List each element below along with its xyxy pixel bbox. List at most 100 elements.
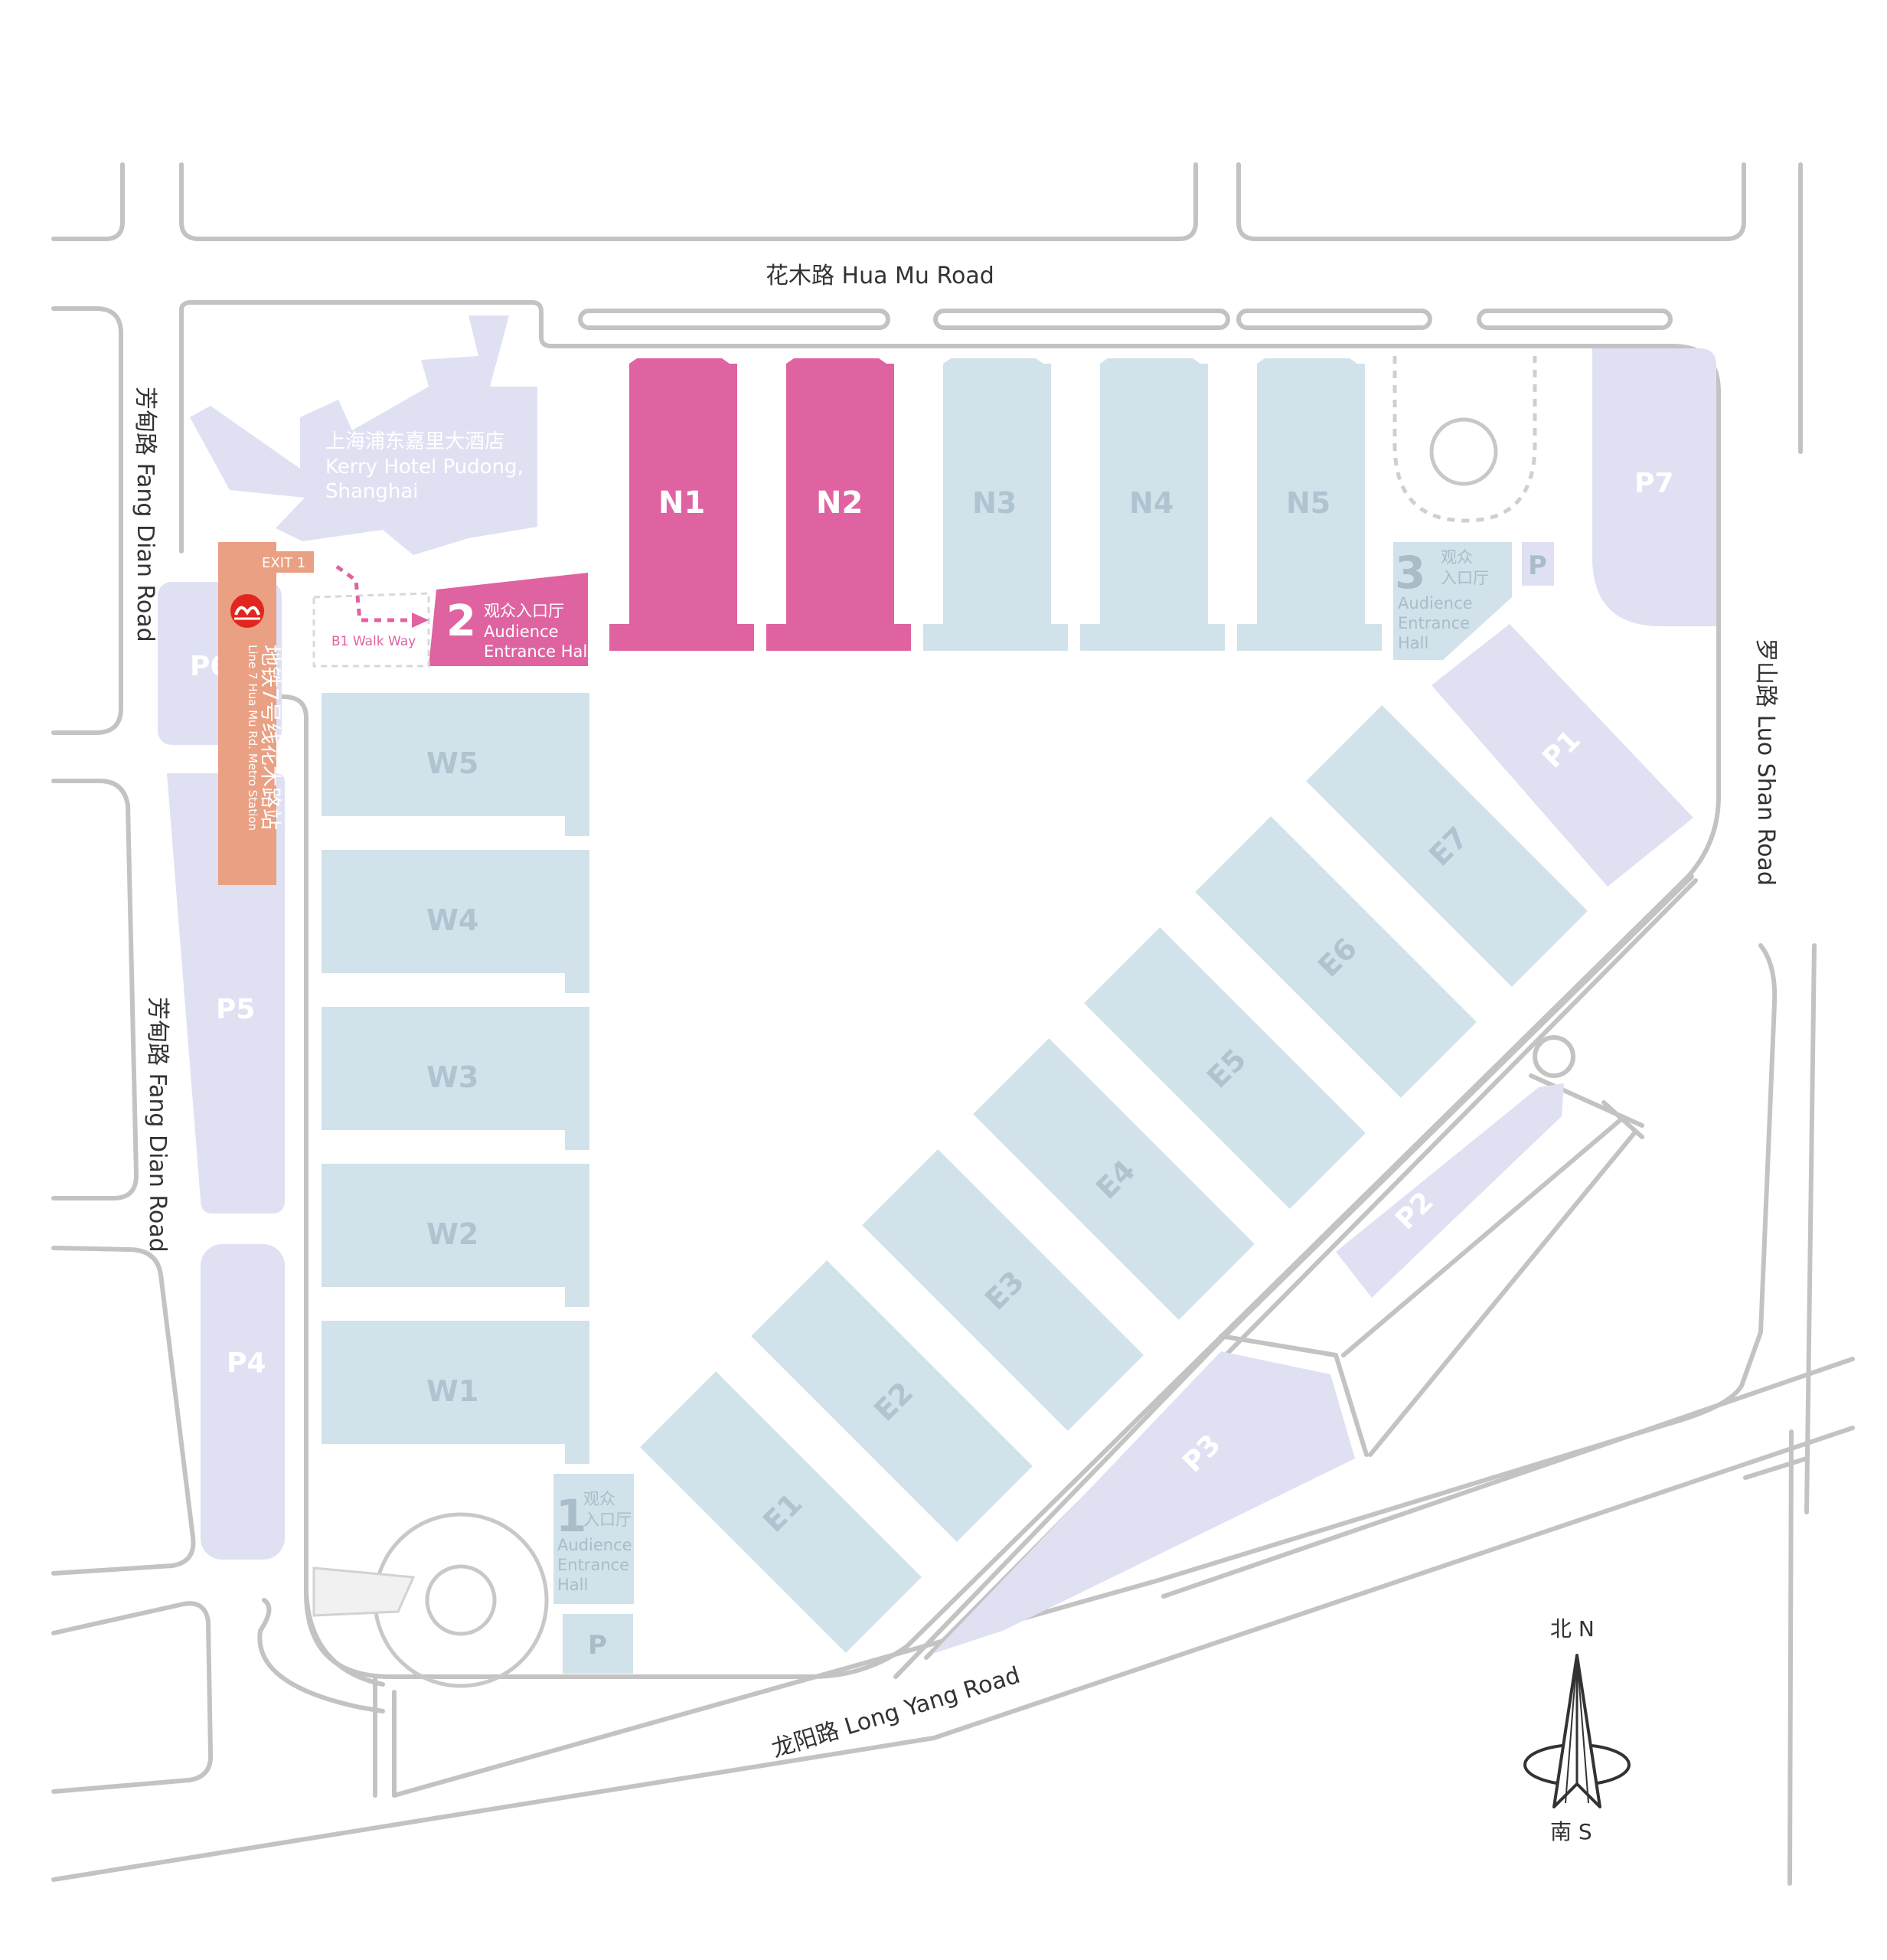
hall-n5-label: N5 [1286, 486, 1330, 520]
road-edge [1341, 1116, 1625, 1357]
hotel-name-en-2: Shanghai [325, 480, 419, 503]
walkway-arrow-icon [412, 612, 429, 628]
hall-w3-label: W3 [426, 1060, 478, 1094]
metro-station[interactable]: EXIT 1 Line 7 Hua Mu Rd. Metro Station 地… [218, 542, 314, 885]
plaza-circle-inner [425, 1564, 497, 1636]
walkway-label: B1 Walk Way [331, 634, 416, 649]
hall-n1-label: N1 [658, 485, 705, 521]
road-edge [51, 779, 139, 1200]
entrance-hall-2[interactable]: 2 观众入口厅 Audience Entrance Hall [429, 573, 592, 666]
parking-p7-label: P7 [1634, 468, 1673, 499]
entrance-hall-3[interactable]: 3 观众 入口厅 Audience Entrance Hall [1393, 542, 1512, 660]
median-island [933, 309, 1230, 330]
plaza-outline [1392, 356, 1537, 523]
hall-e4[interactable]: E4 [973, 1038, 1255, 1320]
median-island [1477, 309, 1673, 330]
hall-w1[interactable]: W1 [322, 1321, 589, 1464]
entrance-3-number: 3 [1395, 547, 1425, 599]
road-edge [1601, 1100, 1644, 1139]
compass-north-label: 北 N [1550, 1616, 1595, 1642]
road-edge [1219, 1334, 1369, 1457]
parking-p4-label: P4 [227, 1348, 266, 1379]
road-label-fang-dian-top: 芳甸路 Fang Dian Road [132, 387, 158, 642]
road-edge [1529, 1073, 1644, 1128]
parking-small-e3[interactable] [1522, 542, 1554, 586]
median-island [1236, 309, 1432, 330]
entrance-2-en-1: Audience [484, 622, 559, 641]
long-yang-road-south [51, 1426, 1855, 1882]
plaza-circle [1429, 417, 1498, 486]
hall-e2[interactable]: E2 [751, 1260, 1033, 1542]
entrance-1-en-1: Audience [557, 1536, 632, 1554]
luo-shan-road-edge [1787, 1429, 1794, 1886]
road-label-luo-shan: 罗山路 Luo Shan Road [1752, 639, 1779, 886]
hall-n3[interactable]: N3 [923, 358, 1068, 651]
road-edge [51, 162, 125, 241]
entrance-1-en-3: Hall [557, 1576, 588, 1594]
road-edge [51, 1601, 214, 1794]
hall-n2[interactable]: N2 [766, 358, 911, 651]
hall-w2[interactable]: W2 [322, 1164, 589, 1307]
entrance-1-cn-2: 入口厅 [583, 1511, 632, 1529]
road-edge [1368, 1131, 1637, 1457]
parking-p1[interactable] [1432, 624, 1693, 887]
entrance-1-en-2: Entrance [557, 1556, 629, 1574]
hall-w1-label: W1 [426, 1374, 478, 1408]
hall-n1[interactable]: N1 [609, 358, 754, 651]
parking-p2[interactable] [1336, 1083, 1564, 1298]
metro-name-cn: 地铁7号线花木路站 [258, 645, 283, 830]
hall-e6[interactable]: E6 [1195, 816, 1477, 1098]
entrance-2-number: 2 [446, 596, 476, 646]
exit-1-label: EXIT 1 [262, 555, 305, 571]
b1-walkway[interactable]: B1 Walk Way [312, 564, 430, 668]
exit-1-tab [256, 551, 314, 573]
luo-shan-road-edge [1804, 943, 1817, 1514]
entrance-2-en-2: Entrance Hall [484, 642, 592, 661]
road-network [51, 162, 1855, 1886]
hall-w2-label: W2 [426, 1217, 478, 1251]
parking-p4[interactable] [201, 1244, 285, 1560]
entrance-hall-1[interactable]: 1 观众 入口厅 Audience Entrance Hall [553, 1474, 634, 1604]
entrance-3-cn-2: 入口厅 [1441, 569, 1489, 587]
median-island [578, 309, 890, 330]
hall-w5[interactable]: W5 [322, 693, 589, 836]
road-edge [51, 1246, 196, 1576]
hotel-footprint [190, 315, 537, 555]
hotel-name-en-1: Kerry Hotel Pudong, [325, 456, 524, 479]
hall-n4[interactable]: N4 [1080, 358, 1225, 651]
plaza-path [312, 1566, 416, 1617]
north-halls: N1 N2 N3 N4 N5 [609, 358, 1382, 651]
parking-small-e3-label: P [1528, 550, 1547, 581]
hall-w4[interactable]: W4 [322, 850, 589, 993]
hall-e3[interactable]: E3 [862, 1149, 1144, 1431]
entrance-3-en-3: Hall [1398, 634, 1428, 652]
roundabout [1533, 1035, 1575, 1078]
hotel-name-cn: 上海浦东嘉里大酒店 [325, 430, 504, 453]
road-edge [51, 306, 123, 735]
road-label-hua-mu: 花木路 Hua Mu Road [766, 263, 994, 289]
metro-logo-icon [230, 594, 264, 628]
hall-n5[interactable]: N5 [1237, 358, 1382, 651]
entrance-2-cn: 观众入口厅 [484, 602, 564, 620]
hall-w3[interactable]: W3 [322, 1007, 589, 1150]
hall-n2-label: N2 [816, 485, 863, 521]
road-edge [1236, 162, 1746, 241]
west-halls: W5 W4 W3 W2 W1 [322, 693, 589, 1464]
parking-p7[interactable] [1592, 348, 1716, 626]
entrance-3-en-2: Entrance [1398, 614, 1470, 632]
hall-e7[interactable]: E7 [1306, 705, 1588, 987]
hall-e1[interactable]: E1 [640, 1371, 922, 1653]
hall-n3-label: N3 [972, 486, 1017, 520]
road-label-fang-dian-bottom: 芳甸路 Fang Dian Road [144, 997, 171, 1253]
entrance-1-cn-1: 观众 [583, 1490, 615, 1508]
road-edge [1743, 1456, 1809, 1480]
entrance-1-number: 1 [556, 1490, 586, 1542]
parking-p5-label: P5 [216, 994, 255, 1025]
road-edge [257, 1598, 385, 1713]
parking-p3[interactable] [932, 1351, 1355, 1654]
entrance-3-en-1: Audience [1398, 594, 1473, 612]
kerry-hotel[interactable]: 上海浦东嘉里大酒店 Kerry Hotel Pudong, Shanghai [190, 315, 537, 555]
hall-e5[interactable]: E5 [1084, 927, 1366, 1209]
parking-small-e1[interactable] [563, 1614, 633, 1674]
hall-n4-label: N4 [1129, 486, 1174, 520]
